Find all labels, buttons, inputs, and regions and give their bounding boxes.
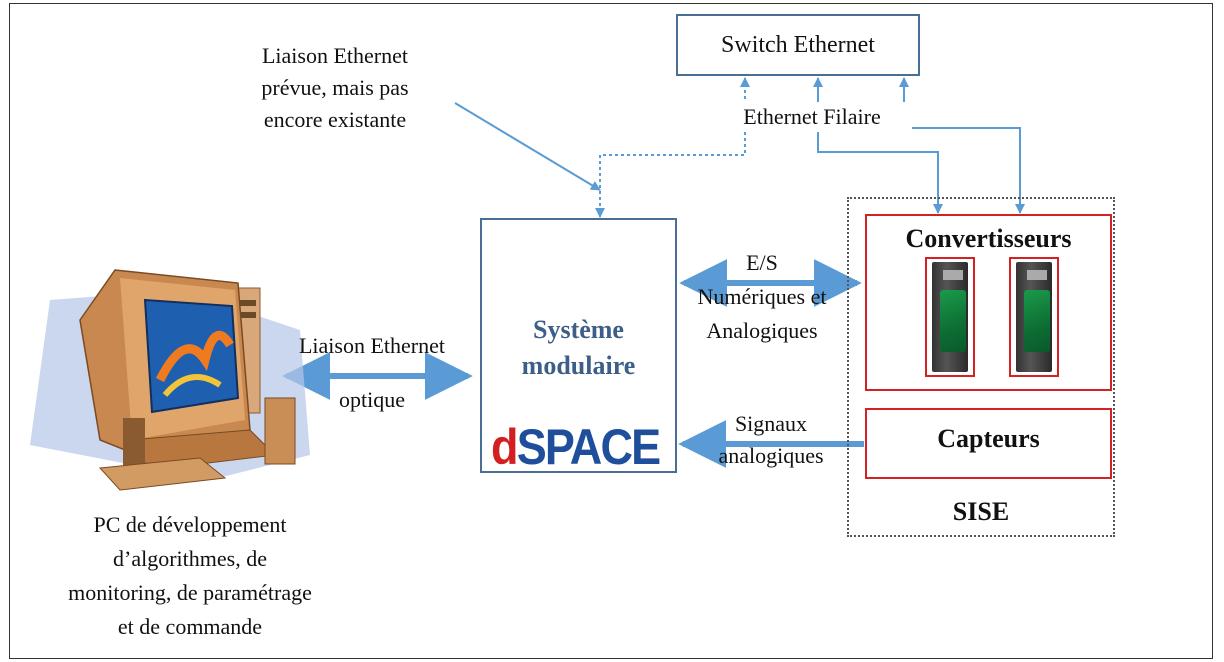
- sise-label: SISE: [952, 497, 1010, 526]
- planned-link-label: Liaison Ethernet prévue, mais pas encore…: [261, 43, 409, 132]
- pc-caption: PC de développement d’algorithmes, de mo…: [68, 512, 312, 639]
- optical-link-label: Liaison Ethernet optique: [298, 333, 445, 412]
- sensors-label: Capteurs: [937, 424, 1040, 453]
- sensors-box: [865, 408, 1112, 479]
- dspace-box: [480, 218, 677, 473]
- switch-box: [676, 14, 920, 76]
- converters-box: [865, 214, 1112, 391]
- variable-speed-drive-icon: [1009, 257, 1059, 377]
- desktop-computer-icon: [30, 269, 310, 491]
- planned-ethernet-link: [595, 77, 750, 218]
- switch-label: Switch Ethernet: [721, 32, 875, 58]
- dspace-logo: dSPACE: [491, 419, 661, 475]
- sise-box: [847, 197, 1115, 537]
- planned-link-pointer: [454, 102, 601, 191]
- analog-signals-label: Signaux analogiques: [718, 411, 824, 468]
- wired-ethernet-link-2: [899, 77, 1025, 214]
- variable-speed-drive-icon: [925, 257, 975, 377]
- converters-label: Convertisseurs: [905, 224, 1072, 253]
- wired-ethernet-label: Ethernet Filaire: [712, 102, 912, 132]
- dspace-title: Système modulaire: [521, 315, 636, 380]
- io-label: E/S Numériques et Analogiques: [697, 250, 827, 343]
- wired-ethernet-link-1: [813, 77, 943, 214]
- diagram-frame: [9, 3, 1213, 659]
